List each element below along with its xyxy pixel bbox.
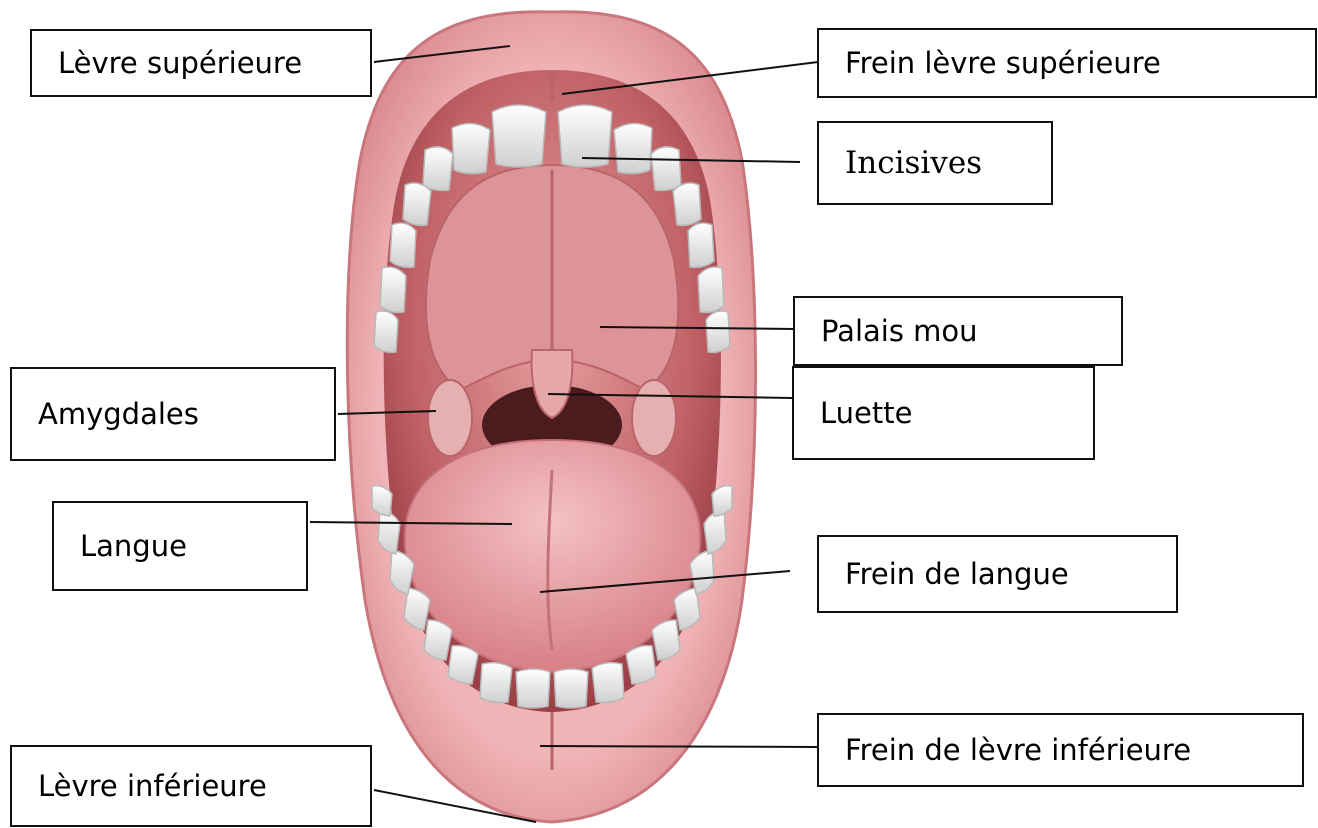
label-frein-de-langue: Frein de langue (817, 535, 1178, 613)
tonsil-left (428, 380, 472, 456)
label-text: Frein de langue (845, 557, 1069, 591)
label-frein-de-levre-inferieure: Frein de lèvre inférieure (817, 713, 1304, 787)
label-levre-inferieure: Lèvre inférieure (10, 745, 372, 827)
label-luette: Luette (792, 366, 1095, 460)
label-incisives: Incisives (817, 121, 1053, 205)
label-text: Luette (820, 396, 912, 430)
label-text: Frein lèvre supérieure (845, 46, 1161, 80)
label-text: Incisives (845, 145, 982, 181)
label-langue: Langue (52, 501, 308, 591)
label-levre-superieure: Lèvre supérieure (30, 29, 372, 97)
label-text: Amygdales (38, 397, 199, 431)
label-text: Langue (80, 529, 187, 563)
leader-frein-de-levre-inferieure (540, 746, 818, 747)
label-text: Lèvre supérieure (58, 46, 302, 80)
label-text: Frein de lèvre inférieure (845, 733, 1191, 767)
label-text: Lèvre inférieure (38, 769, 267, 803)
label-text: Palais mou (821, 314, 978, 348)
tonsil-right (632, 380, 676, 456)
label-frein-levre-superieure: Frein lèvre supérieure (817, 28, 1317, 98)
label-palais-mou: Palais mou (793, 296, 1123, 366)
label-amygdales: Amygdales (10, 367, 336, 461)
